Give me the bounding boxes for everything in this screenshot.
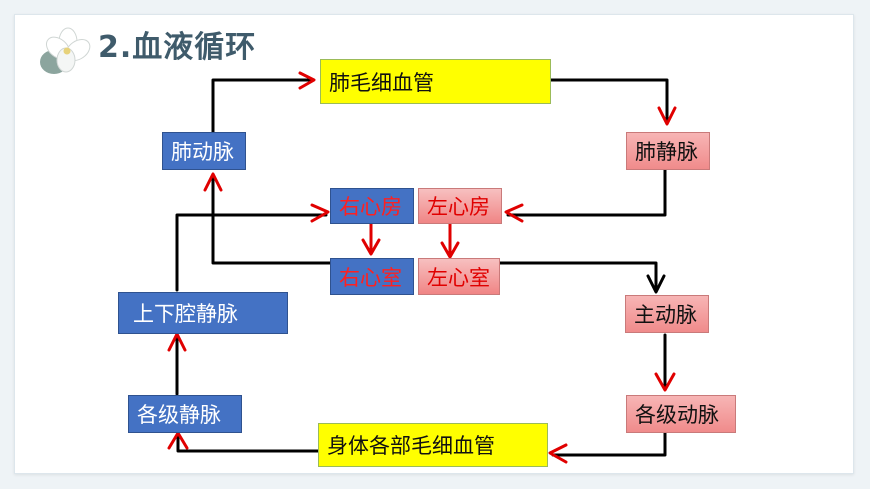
node-you-xin-shi: 右心室: [330, 258, 414, 295]
flower-logo-icon: [40, 27, 91, 74]
arrow-capillaries-to-fei-jing-mai: [549, 78, 669, 124]
arrow-vena-cava-to-right-atrium: [175, 213, 328, 292]
arrow-fei-jing-mai-to-left-atrium: [506, 168, 667, 217]
node-ge-ji-dong-mai: 各级动脉: [626, 395, 736, 433]
node-fei-mao-xi-xue-guan: 肺毛细血管: [320, 59, 551, 104]
arrow-right-ventricle-to-fei-dong-mai: [211, 176, 332, 265]
node-zhu-dong-mai: 主动脉: [625, 295, 709, 333]
node-zuo-xin-fang: 左心房: [418, 188, 502, 224]
node-shang-xia-qiang-jing-mai: 上下腔静脉: [118, 292, 288, 334]
node-ge-ji-jing-mai: 各级静脉: [128, 395, 242, 433]
node-fei-dong-mai: 肺动脉: [162, 132, 246, 170]
arrow-fei-dong-mai-to-capillaries: [211, 78, 314, 134]
node-shen-ti-mao-xi-xue-guan: 身体各部毛细血管: [318, 423, 548, 467]
arrow-body-capillaries-to-ge-ji-jing-mai: [176, 433, 320, 453]
node-zuo-xin-shi: 左心室: [418, 258, 500, 295]
node-you-xin-fang: 右心房: [330, 188, 414, 224]
arrow-left-ventricle-to-aorta: [498, 261, 658, 290]
page-title: 2.血液循环: [98, 30, 257, 65]
arrow-ge-ji-dong-mai-to-body-capillaries: [551, 431, 667, 457]
node-fei-jing-mai: 肺静脉: [626, 132, 710, 170]
